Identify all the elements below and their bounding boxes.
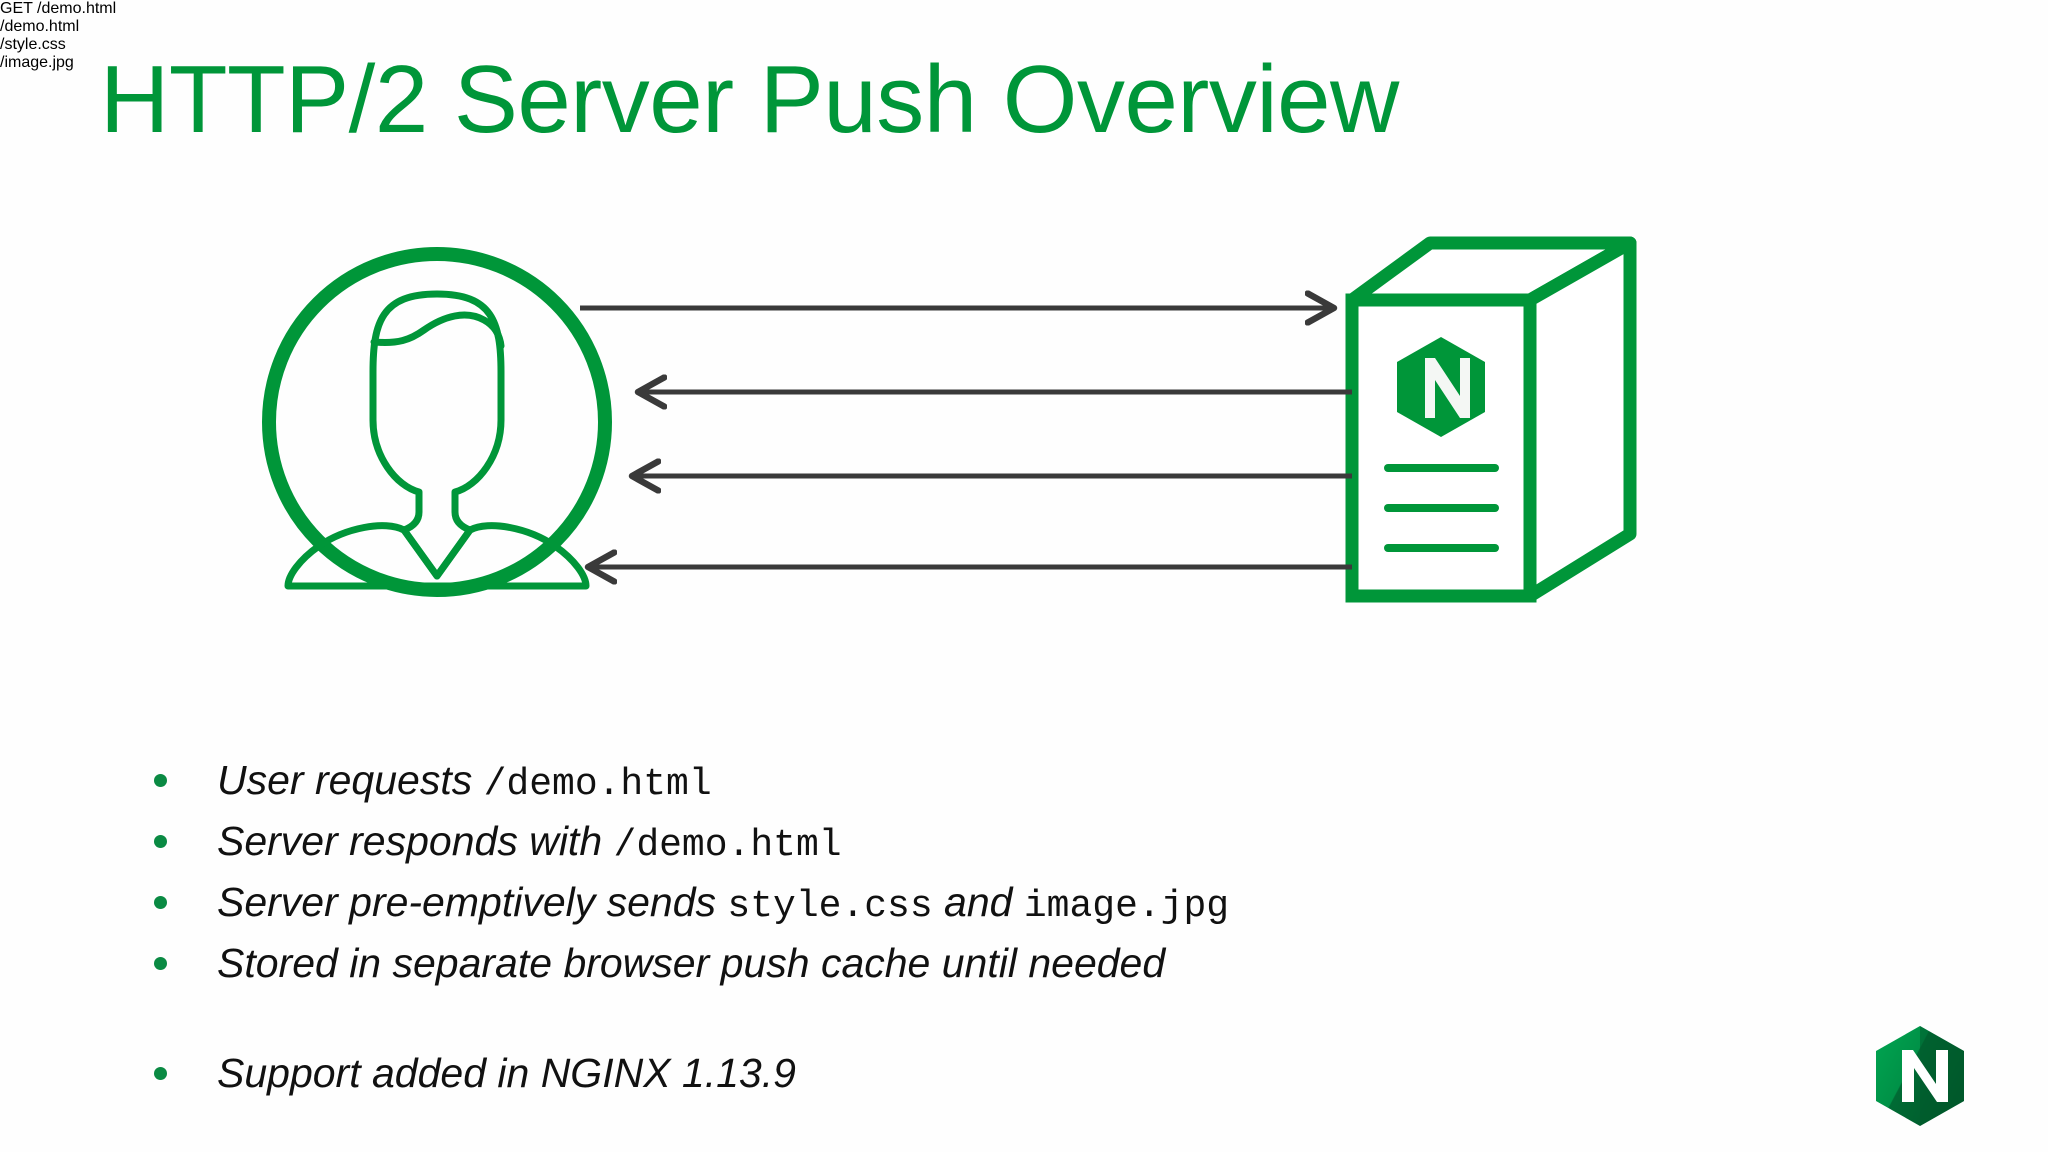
list-spacer — [140, 991, 1640, 1045]
bullet-text: Support added in NGINX 1.13.9 — [217, 1050, 796, 1096]
bullet-list: User requests /demo.html Server responds… — [140, 752, 1640, 1101]
bullet-text: User requests /demo.html — [217, 752, 712, 813]
bullet-text-plain: Server responds with — [217, 818, 614, 864]
list-item: Stored in separate browser push cache un… — [140, 935, 1640, 991]
list-item: Support added in NGINX 1.13.9 — [140, 1045, 1640, 1101]
list-item: User requests /demo.html — [140, 752, 1640, 813]
arrow-label-style-css: /style.css — [0, 36, 66, 53]
bullet-dot-icon — [154, 957, 167, 970]
bullet-text-mid: and — [932, 879, 1024, 925]
bullet-dot-icon — [154, 835, 167, 848]
user-avatar-icon — [262, 247, 612, 597]
bullet-text: Server pre-emptively sends style.css and… — [217, 874, 1229, 935]
server-box-icon — [1345, 236, 1637, 603]
nginx-logo — [1876, 1026, 1964, 1126]
bullet-text-code: style.css — [727, 885, 933, 928]
list-item: Server responds with /demo.html — [140, 813, 1640, 874]
list-item: Server pre-emptively sends style.css and… — [140, 874, 1640, 935]
bullet-text-code: /demo.html — [613, 824, 842, 867]
bullet-dot-icon — [154, 896, 167, 909]
arrow-label-demo-html: /demo.html — [0, 18, 80, 35]
arrow-label-image-jpg: /image.jpg — [0, 54, 74, 71]
bullet-text-code-2: image.jpg — [1023, 885, 1230, 928]
page-title: HTTP/2 Server Push Overview — [100, 46, 1399, 153]
bullet-dot-icon — [154, 1067, 167, 1080]
bullet-text-code: /demo.html — [483, 763, 712, 806]
bullet-text-plain: User requests — [217, 757, 484, 803]
nginx-hexagon-logo — [1397, 337, 1485, 437]
bullet-text: Server responds with /demo.html — [217, 813, 842, 874]
bullet-text: Stored in separate browser push cache un… — [217, 940, 1166, 986]
bullet-dot-icon — [154, 774, 167, 787]
bullet-text-plain: Server pre-emptively sends — [217, 879, 728, 925]
arrow-label-get-demo: GET /demo.html — [0, 0, 117, 17]
